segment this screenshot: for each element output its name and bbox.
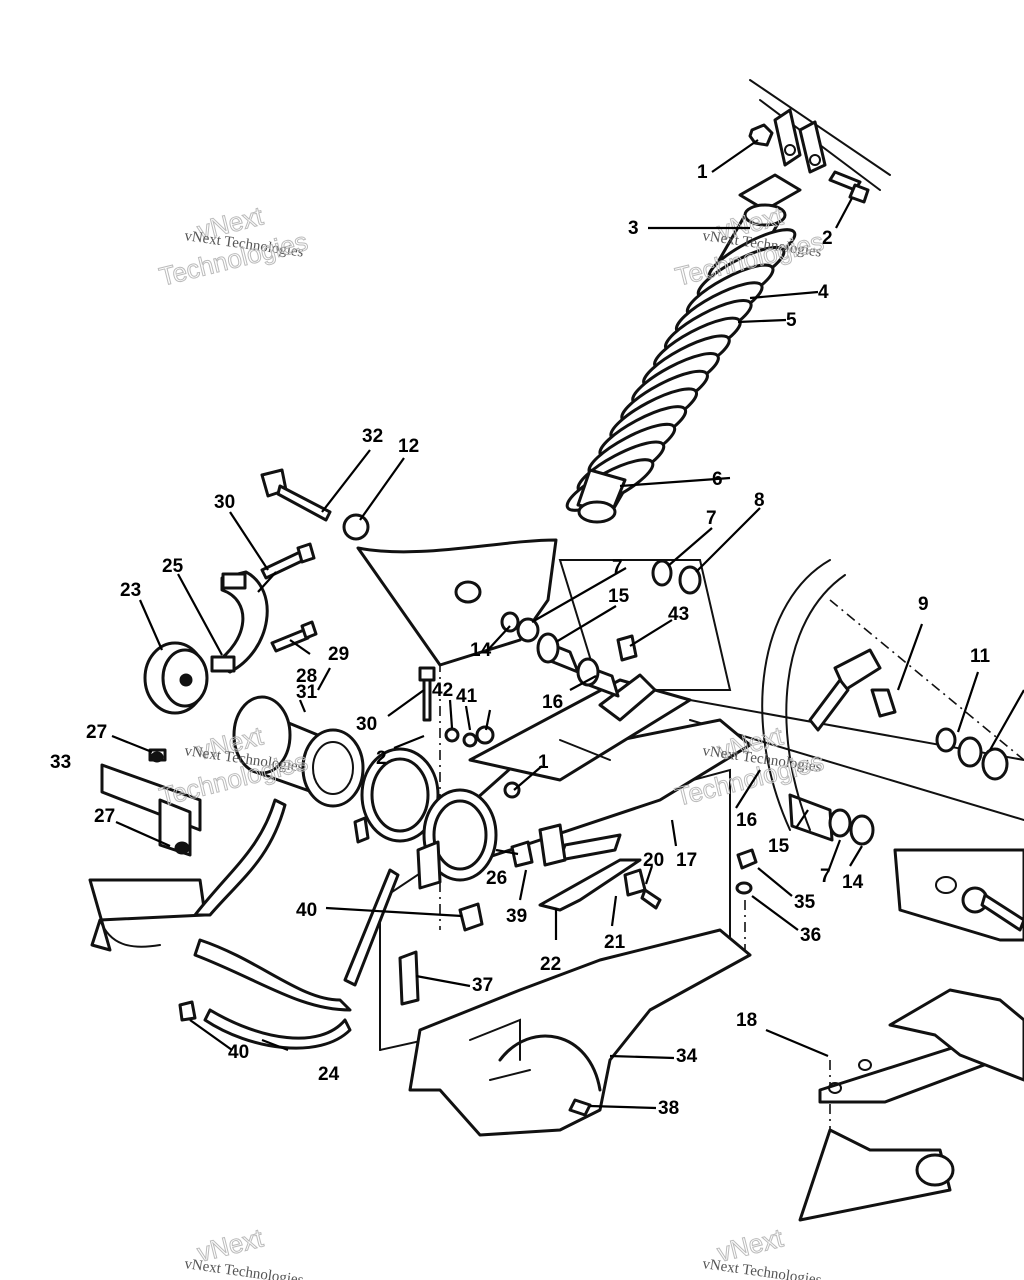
swing-arm-plate <box>356 538 558 667</box>
short-bolt <box>270 620 318 653</box>
grease-fitting <box>616 634 638 662</box>
spacer-bushings-lower <box>788 793 875 846</box>
clamp-bolt <box>260 542 316 580</box>
callout-6: 6 <box>712 469 723 490</box>
callout-14: 14 <box>842 872 864 893</box>
callout-16: 16 <box>542 692 563 713</box>
callout-17: 17 <box>676 850 697 871</box>
callout-35: 35 <box>794 892 816 913</box>
callout-28: 28 <box>296 666 317 687</box>
callout-2: 2 <box>376 748 387 769</box>
callout-20: 20 <box>643 850 664 871</box>
callout-29: 29 <box>328 644 349 665</box>
frame-outline <box>379 79 1024 1180</box>
lower-bracket <box>538 823 642 912</box>
callout-14: 14 <box>470 640 492 661</box>
callout-42: 42 <box>432 680 453 701</box>
callout-18: 18 <box>736 1010 757 1031</box>
callout-32: 32 <box>362 426 383 447</box>
mud-flap-bracket <box>100 748 202 857</box>
callout-2: 2 <box>822 228 833 249</box>
right-side-plate <box>893 848 1024 942</box>
idler-roller <box>143 641 209 715</box>
callout-37: 37 <box>472 975 493 996</box>
callout-27: 27 <box>86 722 107 743</box>
svg-text:vNext Technologies: vNext Technologies <box>701 1256 822 1280</box>
callout-15: 15 <box>608 586 630 607</box>
vertical-bolt <box>418 666 436 722</box>
callout-33: 33 <box>50 752 71 773</box>
callout-7: 7 <box>612 557 623 578</box>
callout-9: 9 <box>918 594 929 615</box>
callout-12: 12 <box>398 436 419 457</box>
callout-24: 24 <box>318 1064 340 1085</box>
upper-shock-mount <box>738 108 827 212</box>
callout-25: 25 <box>162 556 184 577</box>
callout-39: 39 <box>506 906 527 927</box>
leader-lines <box>111 139 1024 1110</box>
watermark-bottom-right: vNext vNext Technologies <box>701 1222 822 1280</box>
watermark-bottom-left: vNext vNext Technologies <box>183 1222 304 1280</box>
washers-upper <box>500 559 702 643</box>
clamp-bracket <box>210 570 269 674</box>
suspension-arm <box>798 988 1024 1222</box>
long-bolt-upper <box>260 468 370 541</box>
callout-11: 11 <box>970 646 991 667</box>
callout-34: 34 <box>676 1046 698 1067</box>
callout-30: 30 <box>356 714 377 735</box>
watermark-top-left: vNext vNext Technologies Technologies <box>156 200 312 292</box>
small-hardware <box>178 725 758 1117</box>
idler-wheel <box>761 559 1009 831</box>
callout-15: 15 <box>768 836 790 857</box>
callout-21: 21 <box>604 932 626 953</box>
callout-31: 31 <box>296 682 318 703</box>
callout-41: 41 <box>456 686 478 707</box>
bearing-housing-right <box>416 788 498 890</box>
pivot-bushing <box>232 695 365 808</box>
swing-arm <box>428 673 752 862</box>
callout-7: 7 <box>706 508 717 529</box>
coil-spring-shock <box>565 203 797 524</box>
upper-mount-bolt <box>828 170 870 204</box>
bearing-housing-left <box>353 747 440 844</box>
chaincase-cover <box>408 928 752 1137</box>
callout-1: 1 <box>538 752 549 773</box>
callout-4: 4 <box>818 282 829 303</box>
mount-tab <box>398 950 420 1006</box>
callout-36: 36 <box>800 925 821 946</box>
callout-22: 22 <box>540 954 561 975</box>
upper-mount-nut <box>748 123 774 147</box>
callout-26: 26 <box>486 868 507 889</box>
callout-5: 5 <box>786 310 797 331</box>
callout-43: 43 <box>668 604 689 625</box>
callout-40: 40 <box>296 900 317 921</box>
callout-40: 40 <box>228 1042 249 1063</box>
callout-16: 16 <box>736 810 757 831</box>
callout-23: 23 <box>120 580 141 601</box>
callout-30: 30 <box>214 492 235 513</box>
callout-7: 7 <box>820 866 831 887</box>
svg-text:vNext Technologies: vNext Technologies <box>183 1256 304 1280</box>
callout-38: 38 <box>658 1098 679 1119</box>
callout-1: 1 <box>697 162 708 183</box>
callout-3: 3 <box>628 218 639 239</box>
callout-8: 8 <box>754 490 765 511</box>
rear-bumper <box>88 798 400 1050</box>
callout-27: 27 <box>94 806 115 827</box>
